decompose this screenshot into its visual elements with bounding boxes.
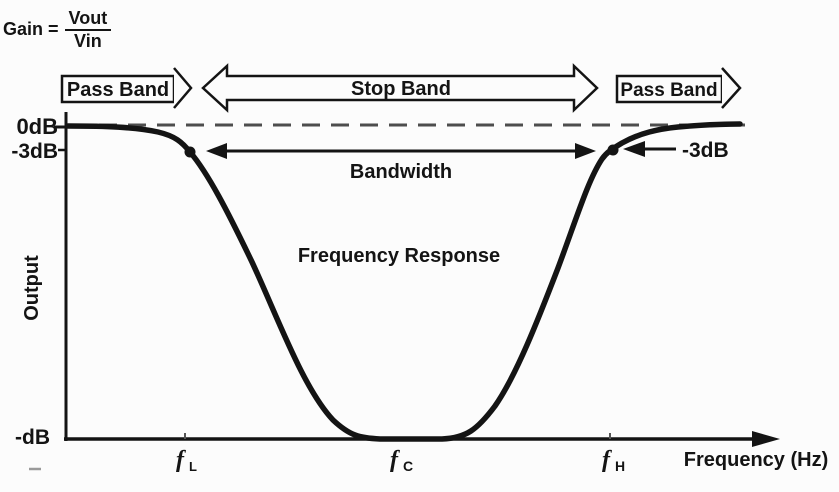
- y-axis-label: Output: [21, 255, 43, 321]
- stop-band-arrow: Stop Band: [201, 63, 599, 113]
- x-tick-fc: f C: [390, 447, 413, 474]
- stop-band-label: Stop Band: [351, 78, 451, 100]
- minus3db-point-left: [184, 146, 196, 158]
- x-axis-label: Frequency (Hz): [684, 449, 828, 471]
- y-axis: [54, 112, 68, 441]
- pass-band-left-label: Pass Band: [67, 79, 169, 101]
- y-tick-minusdb: -dB: [15, 426, 50, 449]
- y-tick-minus3db: -3dB: [11, 140, 58, 163]
- axis-arrowhead-icon: [752, 431, 780, 447]
- gain-formula-fraction: Vout Vin: [64, 9, 112, 51]
- minus3db-callout-arrow: [623, 141, 676, 157]
- fl-subscript: L: [189, 459, 197, 474]
- fh-subscript: H: [615, 458, 625, 474]
- pass-band-right-label: Pass Band: [620, 80, 717, 101]
- minus3db-callout-label: -3dB: [682, 139, 729, 162]
- minus3db-point-right: [607, 144, 619, 156]
- right-arrowhead-icon: [575, 143, 596, 159]
- pass-band-right-arrow: Pass Band: [615, 67, 742, 109]
- gain-formula-denominator: Vin: [74, 30, 102, 51]
- frequency-response-label: Frequency Response: [298, 245, 500, 267]
- y-tick-0db: 0dB: [16, 114, 58, 139]
- bandwidth-label: Bandwidth: [350, 161, 452, 183]
- right-chevron-icon: [721, 67, 742, 109]
- fh-symbol: f: [602, 447, 612, 473]
- x-tick-fl: f L: [176, 447, 197, 474]
- bandwidth-arrow: [206, 143, 596, 159]
- left-arrowhead-icon: [623, 141, 645, 157]
- fc-subscript: C: [403, 458, 413, 474]
- gain-formula-numerator: Vout: [64, 9, 112, 31]
- fl-symbol: f: [176, 447, 186, 473]
- pass-band-left-arrow: Pass Band: [60, 67, 193, 109]
- right-chevron-icon: [173, 67, 193, 109]
- gain-formula-lhs: Gain =: [3, 19, 59, 40]
- left-arrowhead-icon: [206, 143, 227, 159]
- x-tick-fh: f H: [602, 447, 625, 474]
- fc-symbol: f: [390, 447, 400, 473]
- gain-formula: Gain = Vout Vin: [3, 9, 112, 51]
- double-headed-arrow-icon: [201, 63, 599, 113]
